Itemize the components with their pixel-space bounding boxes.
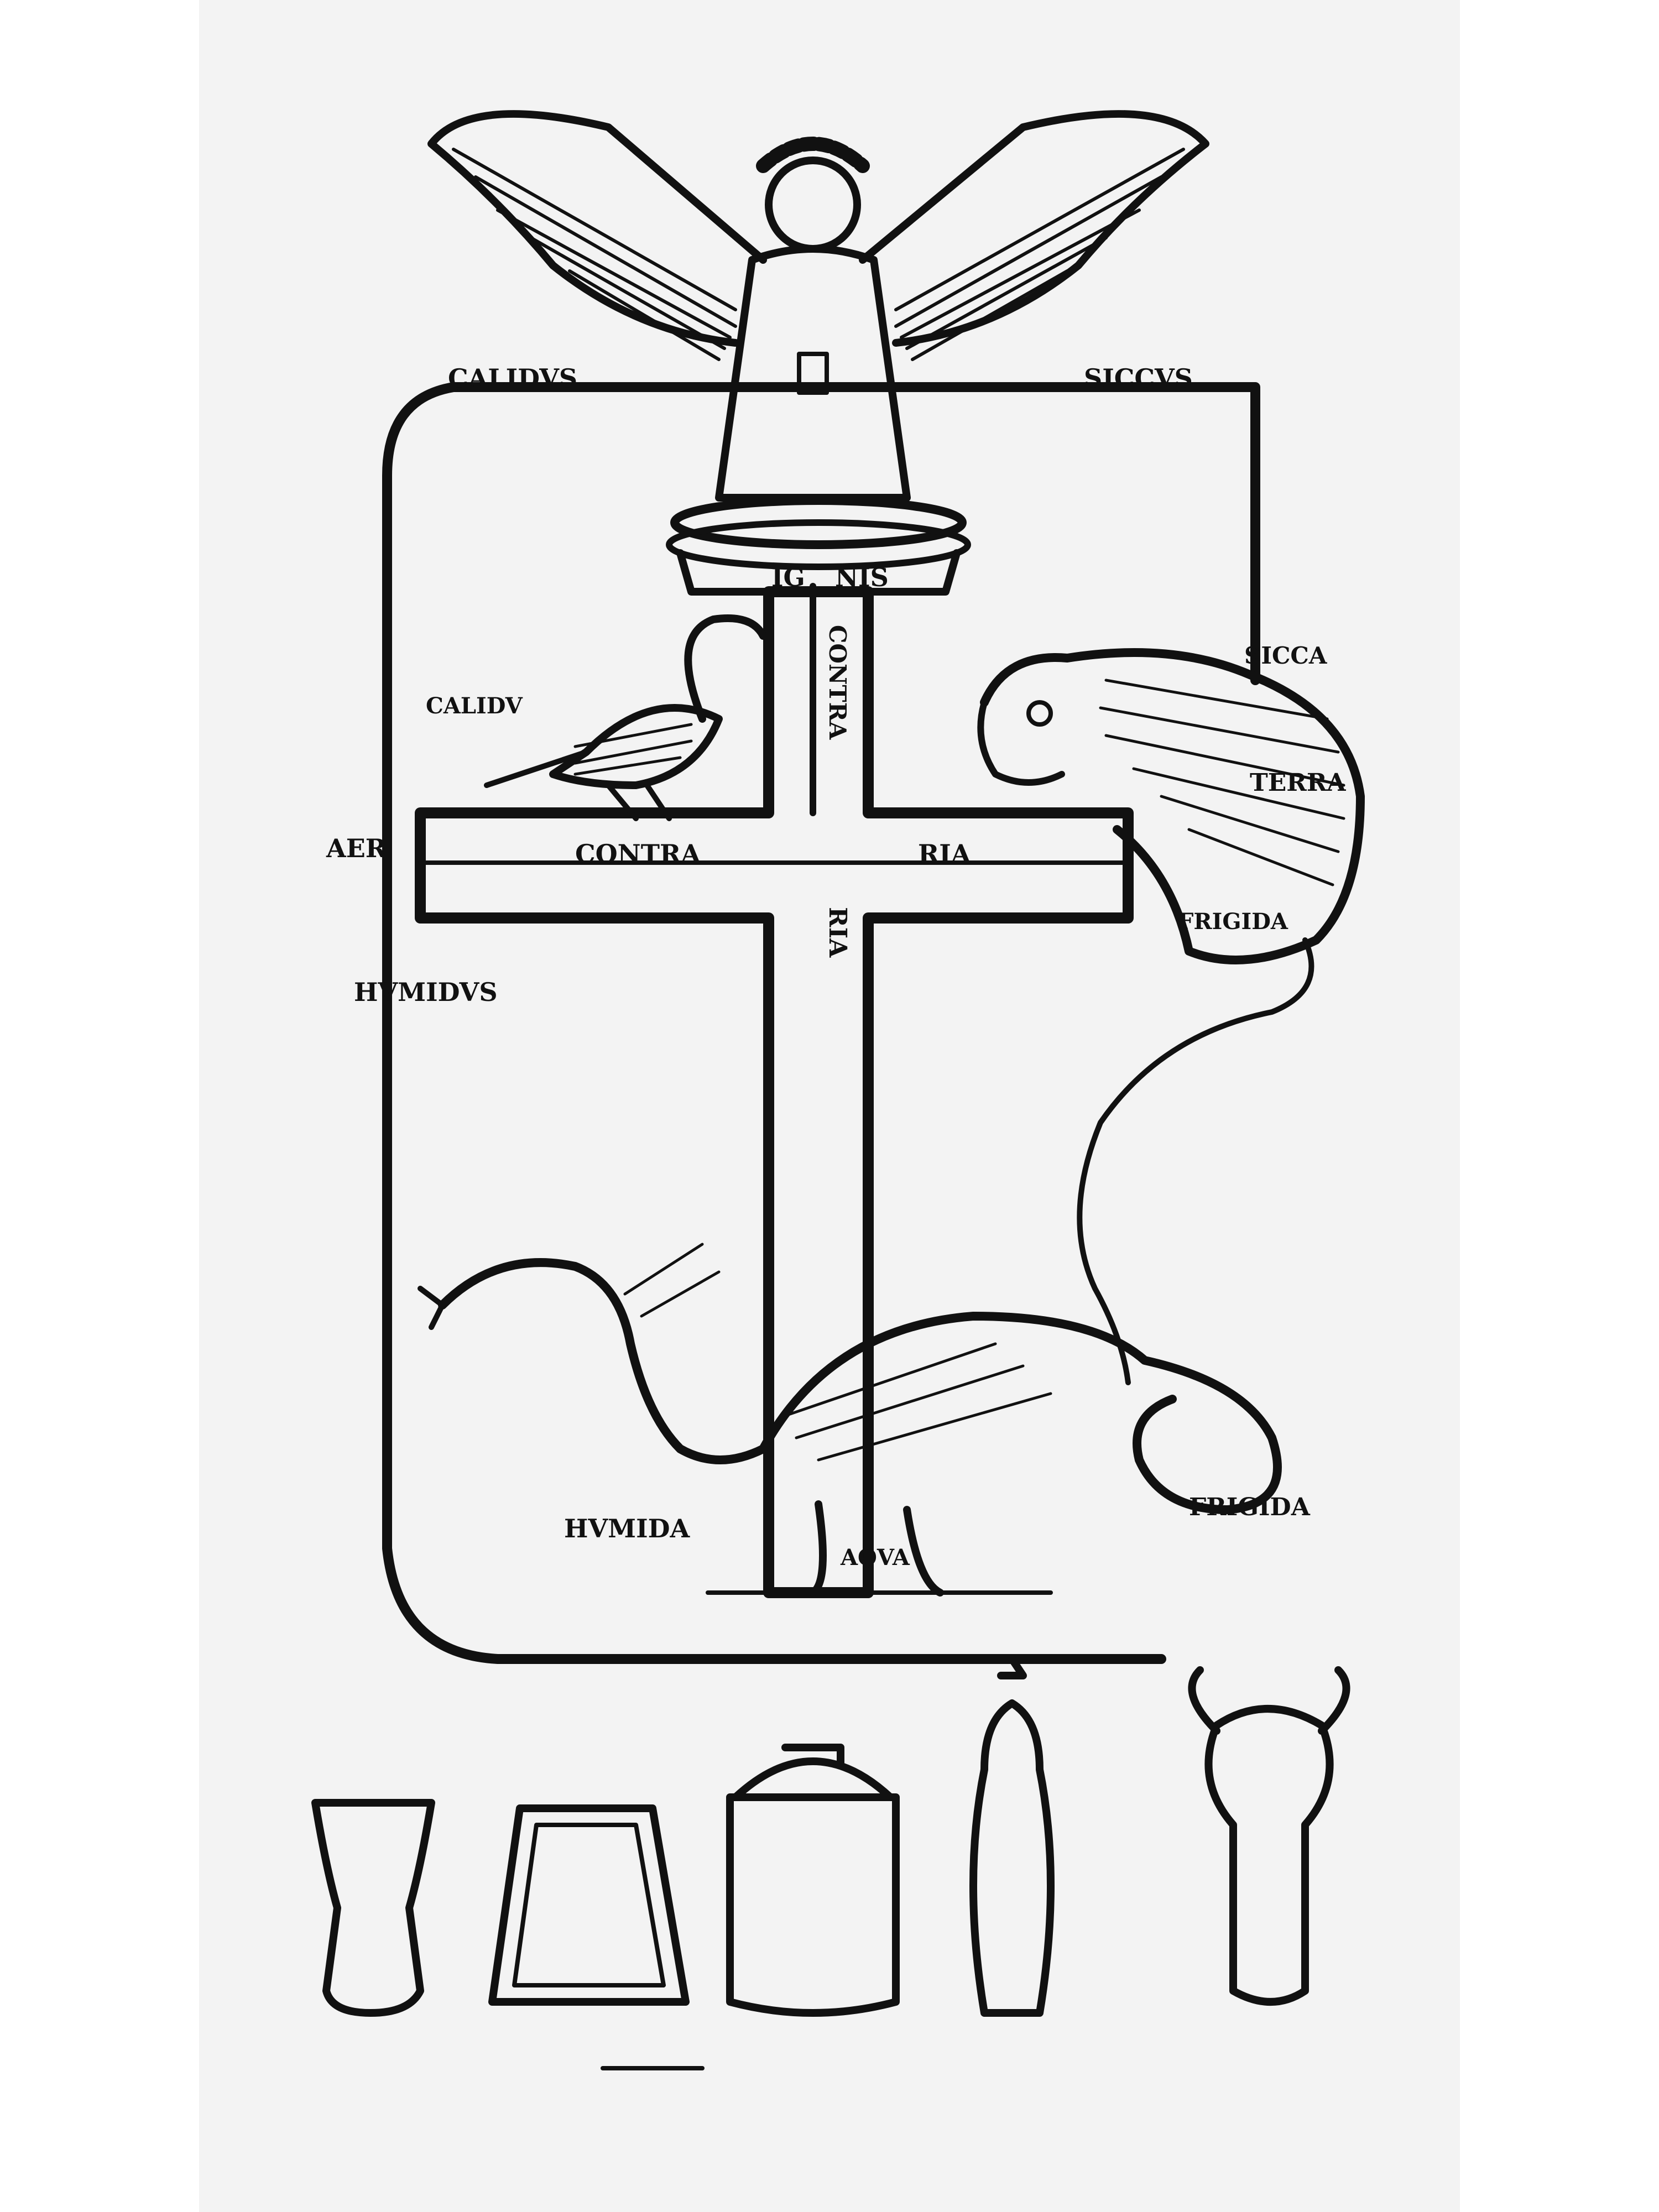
- label-sicca: SICCA: [1244, 642, 1328, 669]
- dragon-figure: [418, 1243, 1282, 1597]
- label-humida: HVMIDA: [564, 1514, 690, 1543]
- label-humidus: HVMIDVS: [354, 977, 498, 1007]
- pedestal: [666, 496, 971, 596]
- bird-figure: [484, 614, 767, 821]
- outer-frame-left: [382, 382, 1166, 1664]
- label-calidus-top: CALIDVS: [448, 363, 577, 393]
- cup-vessel: [311, 1799, 435, 2017]
- amphora-jug: [1188, 1666, 1350, 2006]
- label-frigida-bottom: FRIGIDA: [1189, 1493, 1311, 1521]
- elements-cross: [415, 583, 1134, 1598]
- label-aer: AER: [326, 833, 387, 863]
- label-calidus-bird: CALIDV: [426, 693, 523, 719]
- vessels-row: [311, 1655, 1350, 2070]
- trapezoid-furnace: [488, 1804, 690, 2006]
- trapezoid-furnace-inner: [512, 1823, 666, 1987]
- lidded-jar: [726, 1744, 900, 2017]
- label-contra-horizontal: CONTRA: [575, 839, 701, 869]
- label-ria-horizontal: RIA: [918, 839, 972, 869]
- label-ignis-left: IG: [771, 562, 805, 592]
- label-contra-vertical-upper: CONTRA: [824, 625, 851, 740]
- label-aqua: AQVA: [840, 1545, 910, 1571]
- angel-figure: [427, 110, 1209, 502]
- label-ignis-right: NIS: [835, 562, 889, 592]
- label-frigida-right: FRIGIDA: [1178, 909, 1288, 935]
- retort-flask: [969, 1655, 1055, 2017]
- lion-figure: [977, 648, 1365, 1385]
- outer-frame: [448, 382, 1260, 685]
- label-terra: TERRA: [1250, 769, 1346, 797]
- label-ria-vertical-lower: RIA: [823, 907, 852, 958]
- diagram-labels: CALIDVS SICCVS IG NIS CONTRA CALIDV SICC…: [326, 363, 1346, 1571]
- book-page: [199, 0, 1460, 2212]
- label-siccus-top: SICCVS: [1084, 363, 1193, 393]
